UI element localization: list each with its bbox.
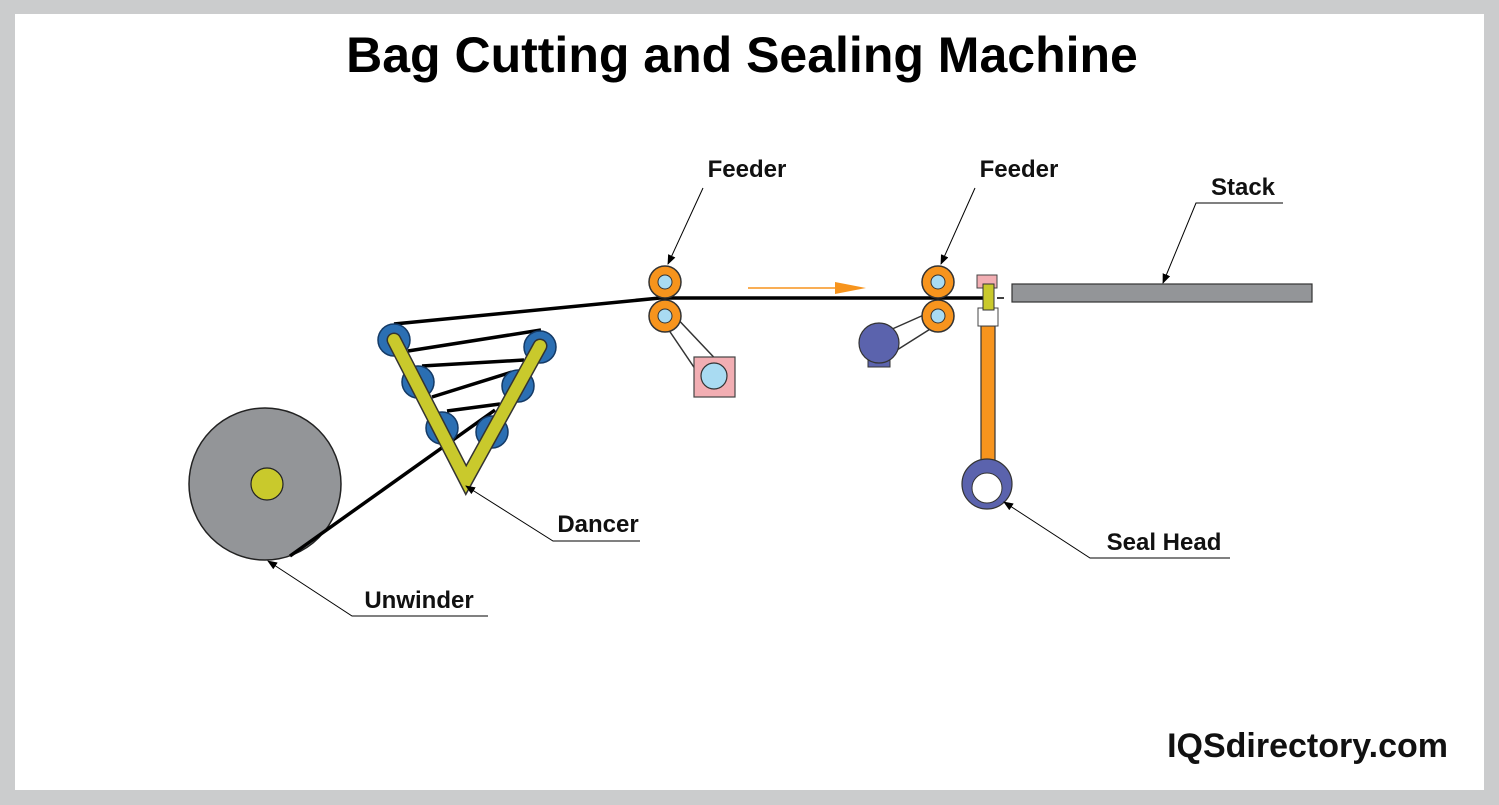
label-seal-head: Seal Head — [1107, 529, 1222, 556]
label-stack: Stack — [1211, 174, 1276, 201]
diagram-title: Bag Cutting and Sealing Machine — [346, 27, 1138, 83]
seal-head-rod — [980, 325, 996, 465]
stack-table — [1011, 283, 1313, 303]
seal-head-blade — [982, 283, 995, 311]
seal-head-lower-jaw — [977, 307, 999, 327]
unwinder-roll — [188, 407, 342, 561]
unwinder-hub — [250, 467, 284, 501]
label-feeder-1: Feeder — [708, 156, 787, 183]
feeder-1-assembly — [648, 265, 736, 398]
feeder-1-drive-pulley — [700, 362, 728, 390]
direction-arrow — [748, 282, 866, 294]
feeder-2-motor — [858, 322, 900, 364]
label-dancer: Dancer — [557, 511, 638, 538]
label-feeder-2: Feeder — [980, 156, 1059, 183]
watermark-logo: IQSdirectory.com — [1167, 727, 1448, 765]
seal-head-assembly — [961, 274, 1013, 510]
callout-leaders — [267, 187, 1283, 617]
dancer-assembly — [377, 323, 557, 496]
diagram-frame — [15, 14, 1484, 790]
label-unwinder: Unwinder — [364, 587, 473, 614]
feeder-2-assembly — [858, 265, 955, 368]
dancer-arm — [388, 334, 546, 493]
